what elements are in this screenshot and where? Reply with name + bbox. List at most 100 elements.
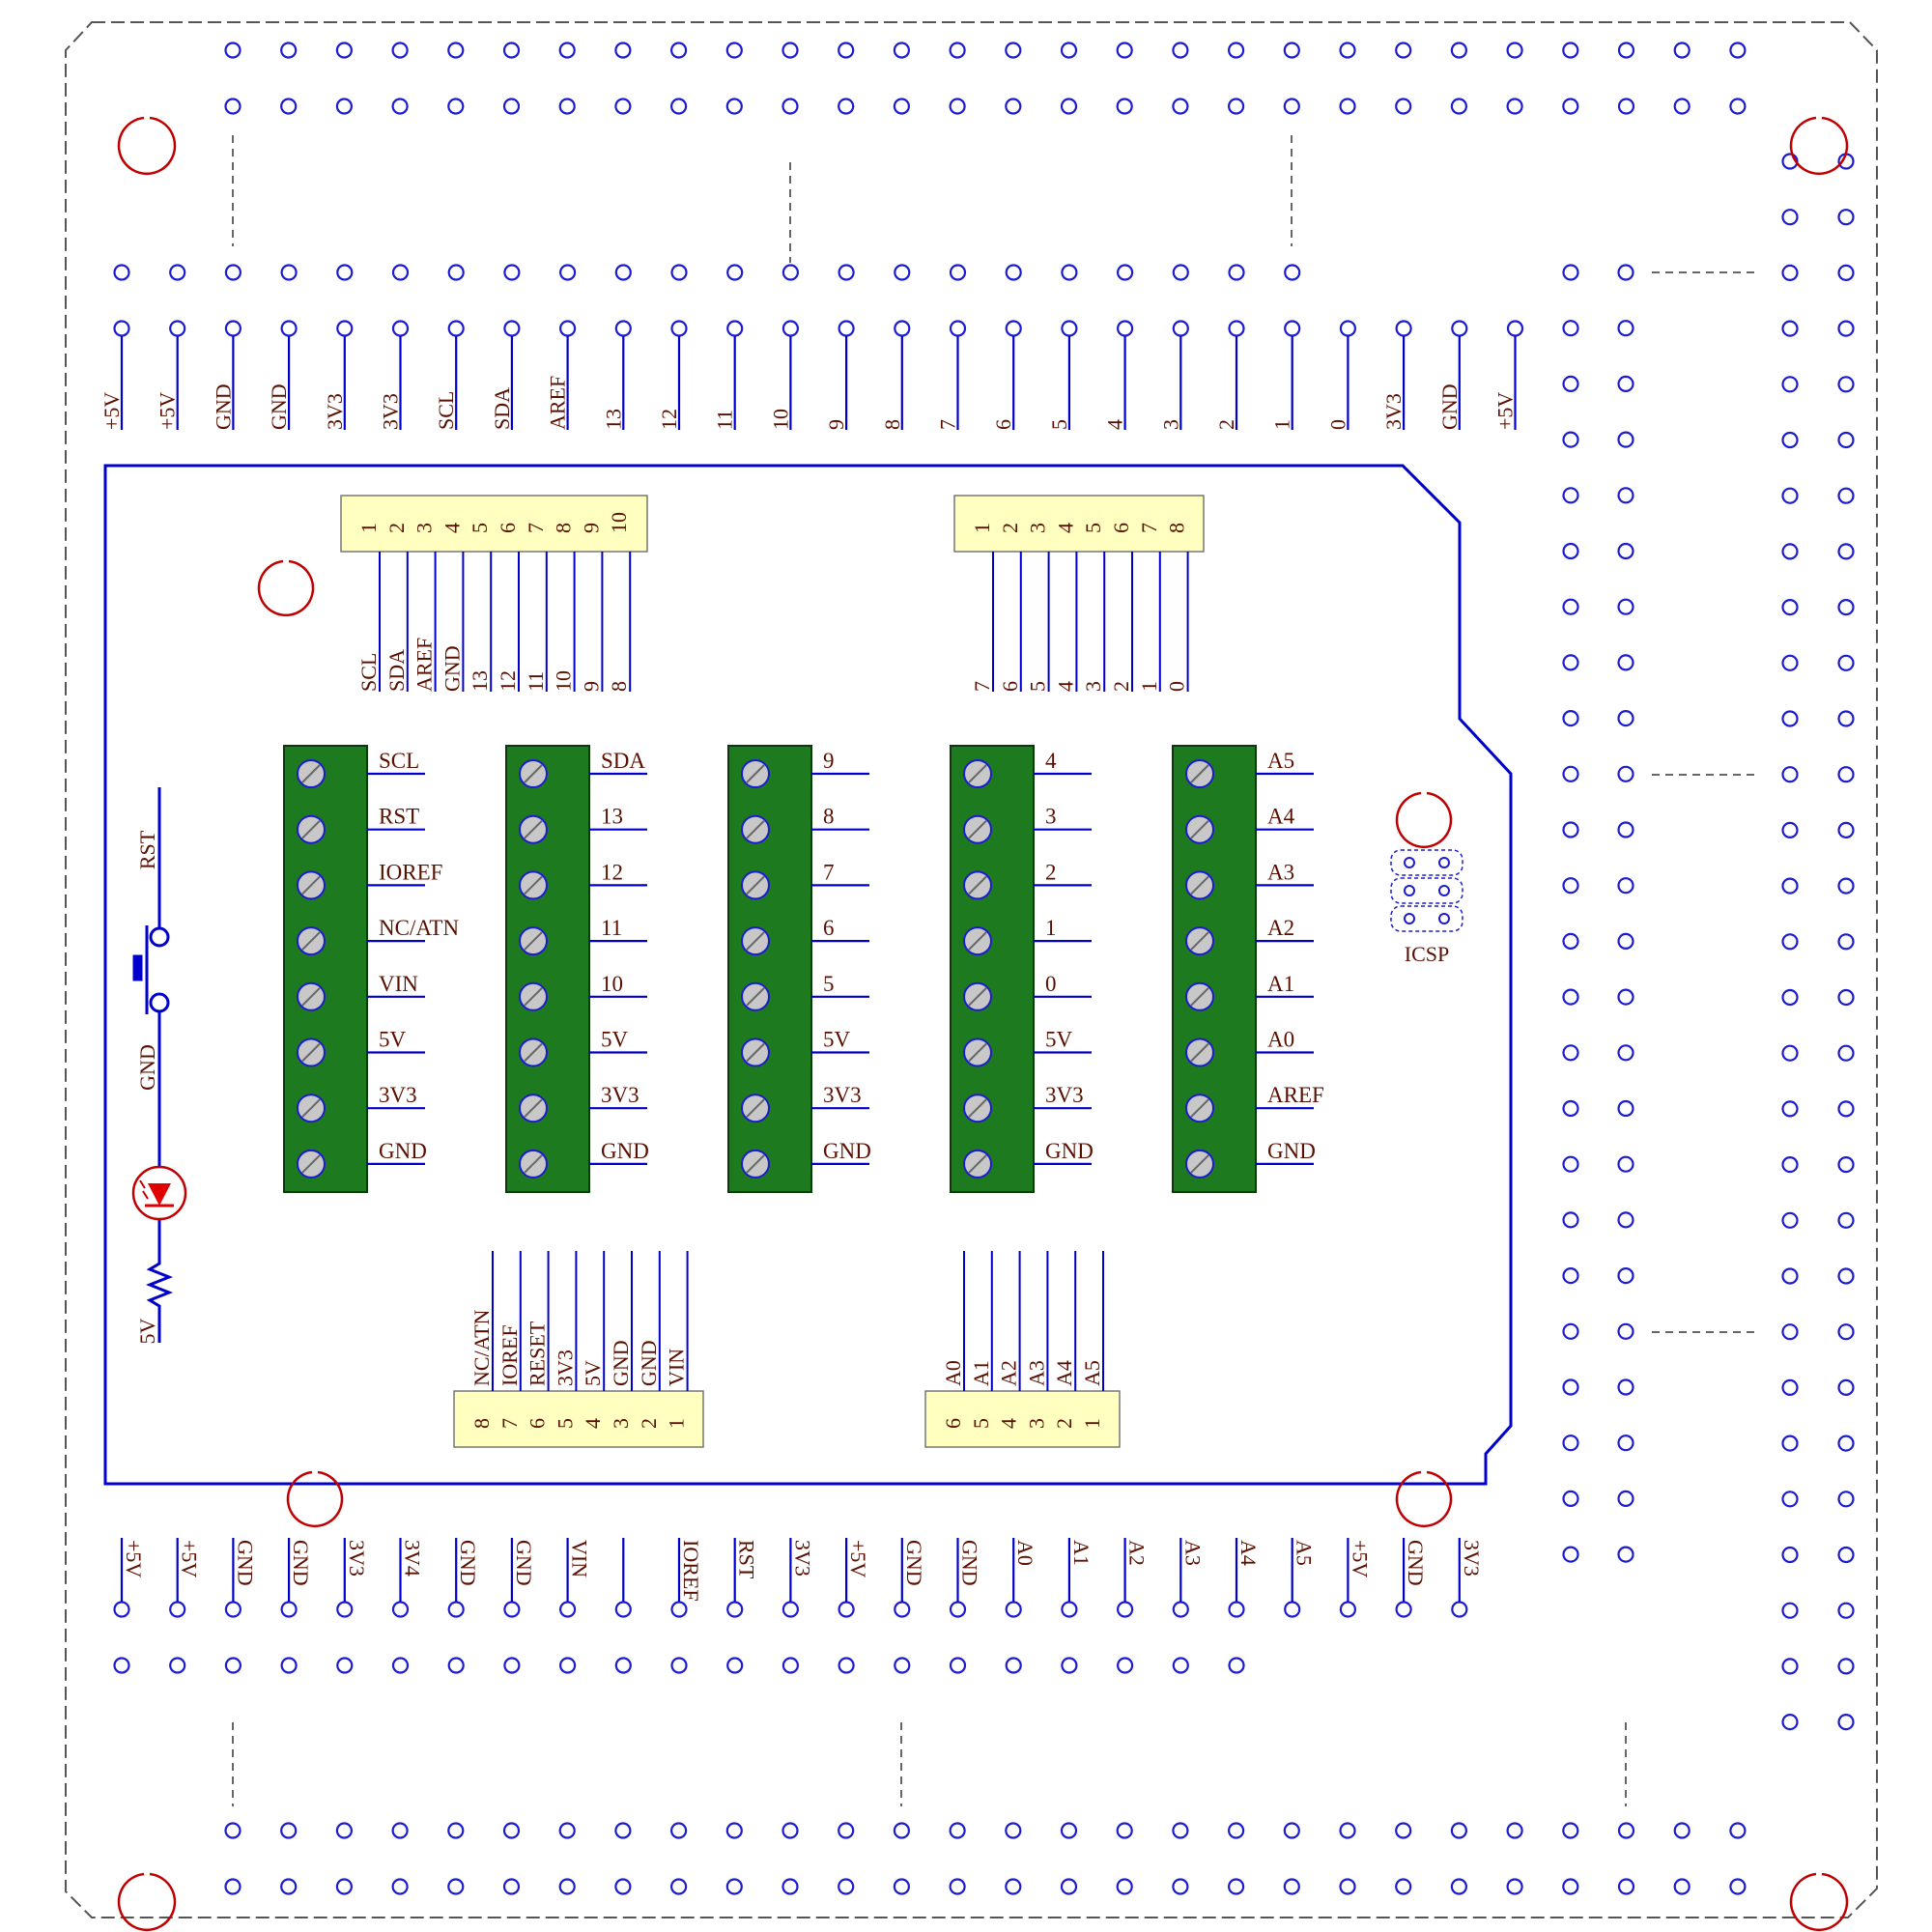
- through-hole: [781, 98, 799, 115]
- terminal-label: A1: [1267, 972, 1294, 996]
- screw-slot: [1190, 987, 1209, 1007]
- through-hole: [1228, 264, 1245, 281]
- screw-slot: [524, 987, 543, 1007]
- terminal-label: GND: [379, 1139, 427, 1163]
- bottom-pin-label: 3V3: [790, 1540, 814, 1577]
- through-hole: [1781, 933, 1799, 951]
- through-hole: [1283, 1822, 1300, 1839]
- through-hole: [280, 1878, 298, 1895]
- bottom-pin-label: GND: [289, 1540, 313, 1586]
- through-hole: [1617, 1490, 1634, 1508]
- through-hole: [1837, 1211, 1855, 1229]
- header_bottom_left-pin-label: VIN: [665, 1349, 689, 1386]
- bottom-pin-hole: [169, 1601, 186, 1618]
- through-hole: [502, 98, 521, 115]
- through-hole: [1562, 1155, 1579, 1173]
- bottom-pin-label: A4: [1236, 1540, 1261, 1566]
- top-pin-hole: [1339, 320, 1357, 337]
- through-hole: [725, 98, 743, 115]
- screw-slot: [1190, 1098, 1209, 1118]
- through-hole: [1116, 1822, 1133, 1839]
- bottom-pin-label: 3V4: [401, 1540, 425, 1577]
- screw-slot: [1190, 1042, 1209, 1063]
- through-hole: [1837, 1044, 1855, 1062]
- through-hole: [1283, 1878, 1300, 1895]
- bottom-pin-hole: [280, 1601, 298, 1618]
- top-pin-label: 9: [824, 419, 848, 430]
- terminal-label: A3: [1267, 860, 1294, 884]
- through-hole: [1450, 98, 1468, 115]
- through-hole: [1781, 598, 1799, 616]
- header_bottom_left-pin-number: 6: [526, 1418, 550, 1429]
- through-hole: [949, 1657, 967, 1674]
- terminal-label: 3V3: [823, 1083, 862, 1107]
- through-hole: [1562, 1322, 1579, 1340]
- bottom-pin-label: A5: [1293, 1540, 1317, 1566]
- through-hole: [1562, 1546, 1579, 1563]
- screw-slot: [746, 931, 765, 951]
- through-hole: [614, 1822, 632, 1839]
- bottom-pin-label: +5V: [1348, 1540, 1372, 1577]
- header_top_right-body: [953, 495, 1205, 553]
- bottom-pin-label: +5V: [846, 1540, 870, 1577]
- through-hole: [1562, 1211, 1579, 1229]
- top-pin-hole: [336, 320, 354, 337]
- screw-slot: [301, 764, 321, 783]
- through-hole: [1837, 1323, 1855, 1341]
- header_top_left-body: [340, 495, 648, 553]
- through-hole: [838, 1878, 855, 1895]
- through-hole: [725, 42, 743, 59]
- header_bottom_left-pin-number: 2: [637, 1418, 661, 1429]
- through-hole: [1562, 264, 1579, 281]
- terminal-label: 3V3: [601, 1083, 639, 1107]
- through-hole: [391, 1822, 409, 1839]
- terminal-block-body: [1172, 745, 1257, 1193]
- through-hole: [1562, 598, 1579, 615]
- through-hole: [1339, 98, 1356, 115]
- header_bottom_left-body: [453, 1390, 704, 1448]
- through-hole: [838, 1657, 855, 1674]
- through-hole: [1005, 42, 1022, 59]
- top-pin-hole: [726, 320, 744, 337]
- screw-slot: [524, 1042, 543, 1063]
- through-hole: [781, 1657, 800, 1674]
- through-hole: [669, 1878, 688, 1895]
- bottom-pin-hole: [1339, 1601, 1357, 1618]
- terminal-label: SDA: [601, 749, 645, 773]
- through-hole: [949, 1878, 966, 1895]
- through-hole: [1617, 1435, 1634, 1452]
- bottom-pin-label: GND: [512, 1540, 536, 1586]
- through-hole: [669, 1822, 688, 1839]
- screw-slot: [524, 764, 543, 783]
- top-pin-label: 3V3: [1381, 393, 1406, 430]
- bottom-pin-label: GND: [456, 1540, 480, 1586]
- through-hole: [893, 1878, 911, 1895]
- header_bottom_right-pin-number: 2: [1052, 1418, 1076, 1429]
- terminal-label: 5V: [1045, 1028, 1073, 1052]
- through-hole: [558, 1822, 576, 1839]
- through-hole: [1837, 431, 1855, 449]
- through-hole: [1172, 98, 1189, 115]
- through-hole: [1837, 1155, 1855, 1174]
- through-hole: [1172, 264, 1189, 281]
- bottom-pin-hole: [1061, 1601, 1078, 1618]
- through-hole: [1837, 766, 1855, 783]
- bottom-pin-hole: [113, 1601, 130, 1618]
- header_bottom_right-pin-label: A3: [1024, 1360, 1048, 1386]
- through-hole: [614, 1878, 632, 1895]
- through-hole: [336, 1657, 354, 1674]
- through-hole: [1729, 1878, 1747, 1895]
- through-hole: [1005, 1878, 1022, 1895]
- through-hole: [447, 42, 465, 59]
- header_bottom_left-pin-label: RESET: [526, 1321, 550, 1386]
- header_top_left-pin-label: AREF: [412, 638, 437, 692]
- through-hole: [1837, 1267, 1855, 1285]
- bottom-pin-hole: [447, 1601, 465, 1618]
- through-hole: [1617, 320, 1634, 337]
- through-hole: [391, 264, 410, 281]
- header_bottom_right-pin-label: A4: [1052, 1360, 1076, 1386]
- through-hole: [1729, 1822, 1747, 1839]
- bottom-pin-label: 3V3: [1460, 1540, 1484, 1577]
